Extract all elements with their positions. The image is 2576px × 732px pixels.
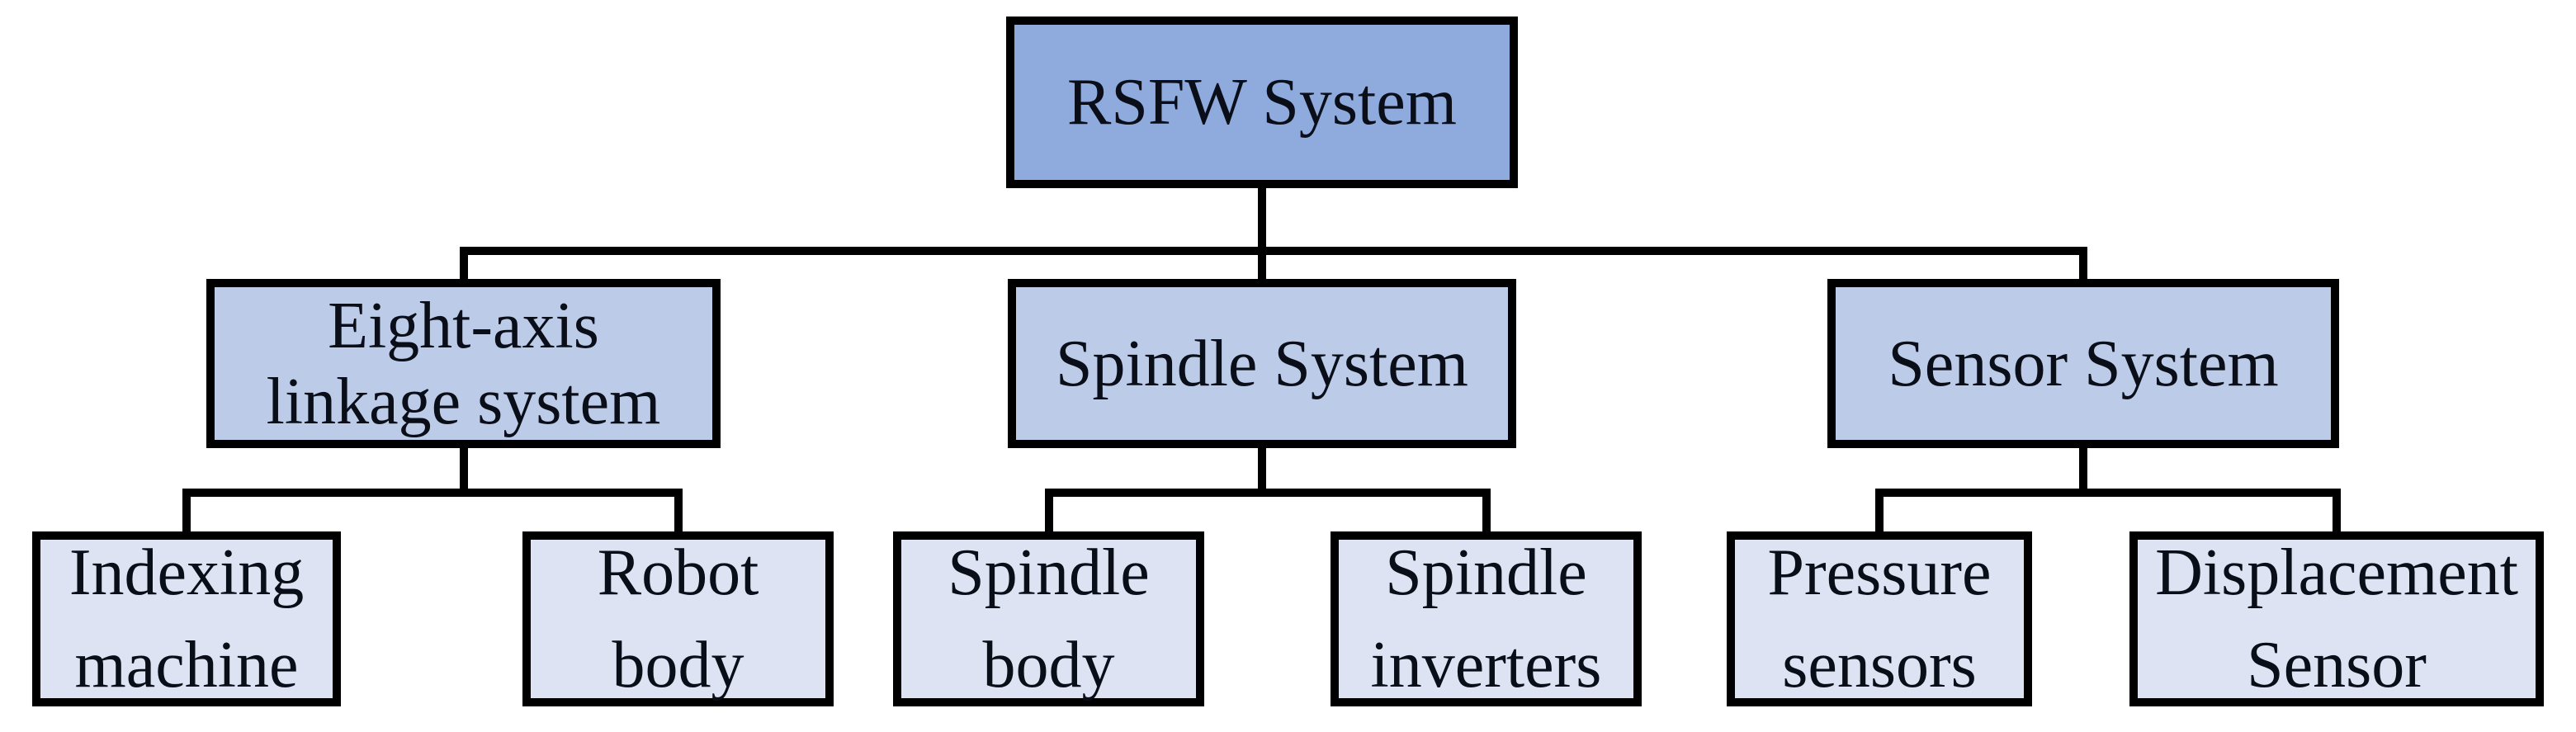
node-spindle-body-label-line-2: body xyxy=(982,629,1115,701)
node-spindle-inverters: Spindle inverters xyxy=(1331,531,1642,706)
node-eight-axis-label-line-1: Eight-axis xyxy=(328,289,599,362)
node-displacement-sensor-label-line-2: Sensor xyxy=(2247,629,2427,701)
node-spindle-system: Spindle System xyxy=(1008,279,1516,448)
node-spindle-body-label-line-1: Spindle xyxy=(948,536,1150,609)
connector-sensor-to-children xyxy=(1875,446,2341,536)
node-displacement-sensor: Displacement Sensor xyxy=(2129,531,2544,706)
connector-spindle-to-children xyxy=(1045,446,1491,536)
node-displacement-sensor-label-line-1: Displacement xyxy=(2155,536,2518,609)
node-sensor-system: Sensor System xyxy=(1827,279,2339,448)
node-spindle-system-label: Spindle System xyxy=(1055,327,1469,400)
connector-root-to-level2 xyxy=(460,187,2087,285)
node-eight-axis-linkage-system: Eight-axis linkage system xyxy=(206,279,721,448)
node-indexing-machine-label-line-1: Indexing xyxy=(69,536,305,609)
node-rsfw-system: RSFW System xyxy=(1006,17,1518,188)
node-indexing-machine-label-line-2: machine xyxy=(74,629,299,701)
connector-eight-axis-to-children xyxy=(182,446,683,536)
node-rsfw-system-label: RSFW System xyxy=(1067,66,1457,139)
node-spindle-inverters-label-line-1: Spindle xyxy=(1385,536,1587,609)
node-spindle-body: Spindle body xyxy=(893,531,1204,706)
node-robot-body-label-line-2: body xyxy=(612,629,744,701)
node-pressure-sensors-label-line-2: sensors xyxy=(1782,629,1977,701)
node-robot-body-label-line-1: Robot xyxy=(597,536,759,609)
node-indexing-machine: Indexing machine xyxy=(32,531,341,706)
node-pressure-sensors: Pressure sensors xyxy=(1727,531,2032,706)
node-robot-body: Robot body xyxy=(522,531,834,706)
node-spindle-inverters-label-line-2: inverters xyxy=(1370,629,1602,701)
node-pressure-sensors-label-line-1: Pressure xyxy=(1767,536,1992,609)
node-sensor-system-label: Sensor System xyxy=(1888,327,2279,400)
node-eight-axis-label-line-2: linkage system xyxy=(266,365,661,438)
